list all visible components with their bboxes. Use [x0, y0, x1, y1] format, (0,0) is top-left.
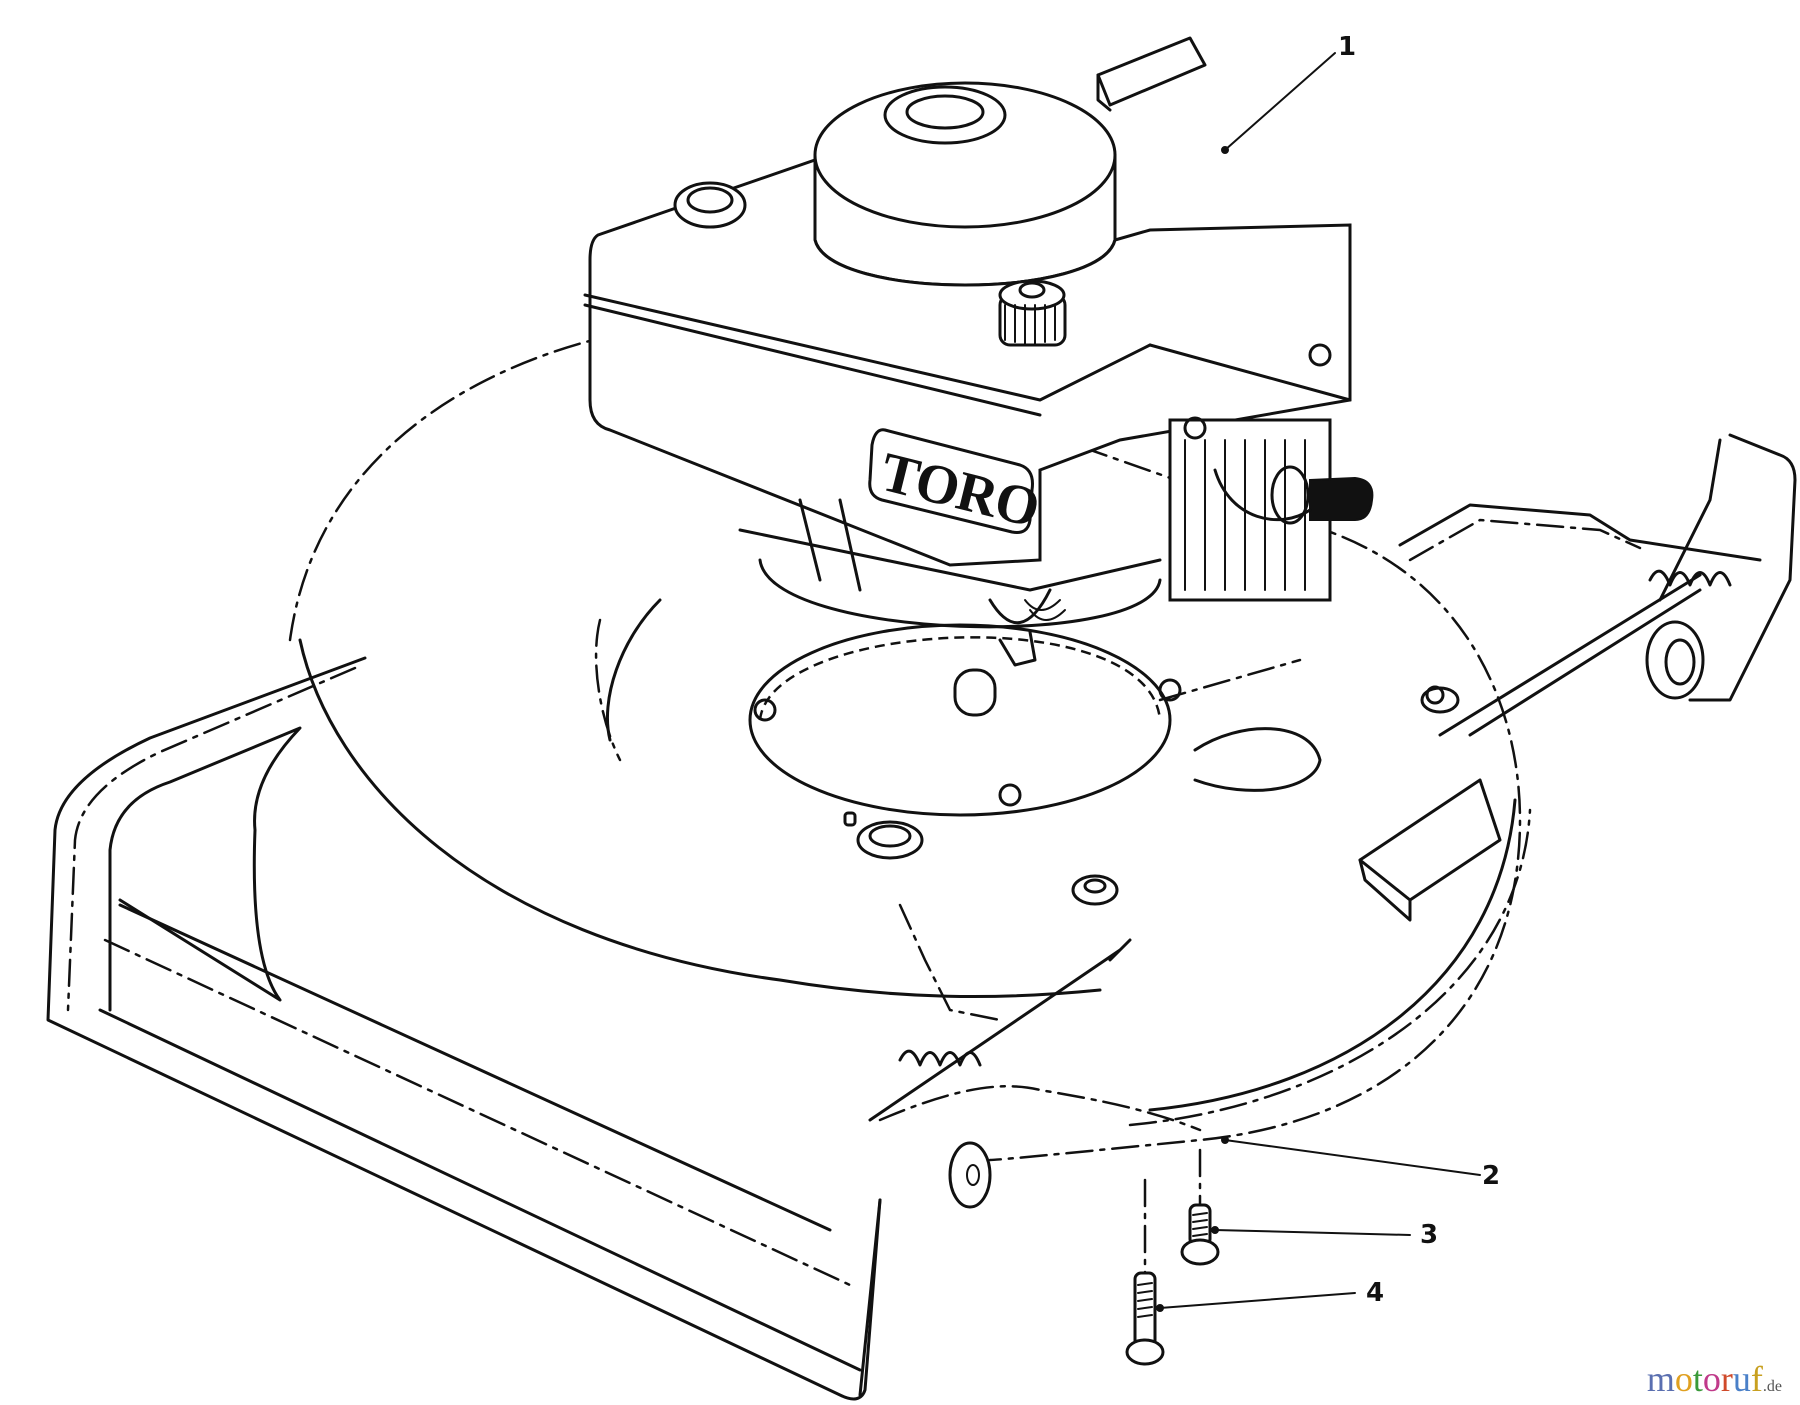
bolt-long [1125, 1271, 1165, 1366]
watermark-letter: o [1702, 1359, 1721, 1399]
watermark-letter: m [1646, 1359, 1675, 1399]
rear-handle-bracket [1398, 433, 1797, 737]
height-adjuster [858, 903, 1202, 1397]
front-bumper-frame [46, 656, 882, 1401]
watermark-tld: .de [1762, 1378, 1782, 1395]
motoruf-watermark: motoruf.de [1647, 1361, 1782, 1397]
callout-2: 2 [1482, 1161, 1501, 1191]
watermark-letter: t [1692, 1359, 1703, 1399]
engine [583, 36, 1374, 717]
callout-3: 3 [1420, 1220, 1439, 1250]
engine-mount-plate [748, 623, 1445, 817]
mower-deck [288, 318, 1532, 1162]
watermark-letter: u [1732, 1359, 1751, 1399]
watermark-letter: o [1674, 1359, 1693, 1399]
callout-4: 4 [1366, 1278, 1385, 1308]
washers [843, 811, 1119, 906]
watermark-letter: r [1720, 1359, 1733, 1399]
callout-1: 1 [1338, 32, 1357, 62]
watermark-letter: f [1750, 1359, 1763, 1399]
leader-lines [1143, 52, 1481, 1312]
bolt-short [1180, 1203, 1220, 1266]
